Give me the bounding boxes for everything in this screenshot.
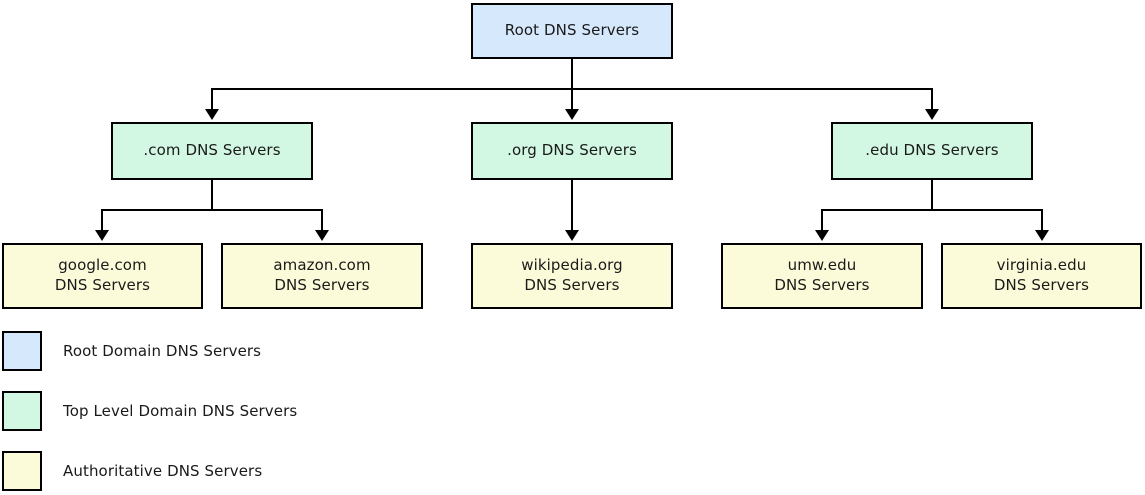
node-virginia-label-line2: DNS Servers bbox=[993, 276, 1090, 294]
legend-swatch-authoritative bbox=[2, 451, 42, 491]
node-root-dns-servers[interactable]: Root DNS Servers bbox=[471, 3, 673, 59]
node-com-dns-servers[interactable]: .com DNS Servers bbox=[111, 122, 313, 180]
node-root-label: Root DNS Servers bbox=[504, 21, 640, 40]
legend-swatch-root bbox=[2, 331, 42, 371]
edge-edu-bus bbox=[821, 209, 1043, 211]
node-com-label: .com DNS Servers bbox=[143, 141, 281, 160]
legend-item-root: Root Domain DNS Servers bbox=[0, 331, 261, 371]
edge-com-bus bbox=[101, 209, 323, 211]
edge-edu-to-umw bbox=[821, 209, 823, 231]
node-google-label-line2: DNS Servers bbox=[54, 276, 151, 294]
edge-org-to-wikipedia bbox=[571, 180, 573, 231]
node-amazon-label-line2: DNS Servers bbox=[274, 276, 370, 294]
edge-com-stem bbox=[211, 180, 213, 211]
node-virginia-dns-servers[interactable]: virginia.edu DNS Servers bbox=[941, 243, 1142, 309]
legend-label-authoritative: Authoritative DNS Servers bbox=[63, 462, 263, 480]
edge-root-to-com bbox=[211, 88, 213, 110]
edge-edu-stem bbox=[931, 180, 933, 211]
node-wikipedia-label-line1: wikipedia.org bbox=[521, 256, 623, 275]
arrowhead-com-to-amazon bbox=[315, 230, 329, 241]
node-amazon-dns-servers[interactable]: amazon.com DNS Servers bbox=[221, 243, 423, 309]
arrowhead-com-to-google bbox=[95, 230, 109, 241]
edge-root-to-edu bbox=[931, 88, 933, 110]
legend-swatch-tld bbox=[2, 391, 42, 431]
arrowhead-edu-to-virginia bbox=[1035, 230, 1049, 241]
legend-label-tld: Top Level Domain DNS Servers bbox=[63, 402, 298, 420]
arrowhead-edu-to-umw bbox=[815, 230, 829, 241]
edge-root-stem bbox=[571, 59, 573, 90]
arrowhead-root-to-org bbox=[565, 109, 579, 120]
node-umw-label-line1: umw.edu bbox=[787, 256, 857, 275]
arrowhead-root-to-edu bbox=[925, 109, 939, 120]
node-google-dns-servers[interactable]: google.com DNS Servers bbox=[2, 243, 203, 309]
node-edu-dns-servers[interactable]: .edu DNS Servers bbox=[831, 122, 1033, 180]
node-amazon-label-line1: amazon.com bbox=[273, 256, 371, 275]
arrowhead-org-to-wikipedia bbox=[565, 230, 579, 241]
edge-com-to-google bbox=[101, 209, 103, 231]
node-wikipedia-label-line2: DNS Servers bbox=[524, 276, 620, 294]
edge-root-to-org bbox=[571, 88, 573, 110]
node-wikipedia-dns-servers[interactable]: wikipedia.org DNS Servers bbox=[471, 243, 673, 309]
node-virginia-label-line1: virginia.edu bbox=[996, 256, 1087, 275]
edge-com-to-amazon bbox=[321, 209, 323, 231]
node-umw-dns-servers[interactable]: umw.edu DNS Servers bbox=[721, 243, 923, 309]
legend-label-root: Root Domain DNS Servers bbox=[63, 342, 262, 360]
node-umw-label-line2: DNS Servers bbox=[774, 276, 870, 294]
node-edu-label: .edu DNS Servers bbox=[865, 141, 999, 160]
legend-item-tld: Top Level Domain DNS Servers bbox=[0, 391, 297, 431]
node-org-dns-servers[interactable]: .org DNS Servers bbox=[471, 122, 673, 180]
edge-edu-to-virginia bbox=[1041, 209, 1043, 231]
node-org-label: .org DNS Servers bbox=[507, 141, 637, 160]
legend-item-authoritative: Authoritative DNS Servers bbox=[0, 451, 262, 491]
node-google-label-line1: google.com bbox=[58, 256, 147, 275]
arrowhead-root-to-com bbox=[205, 109, 219, 120]
